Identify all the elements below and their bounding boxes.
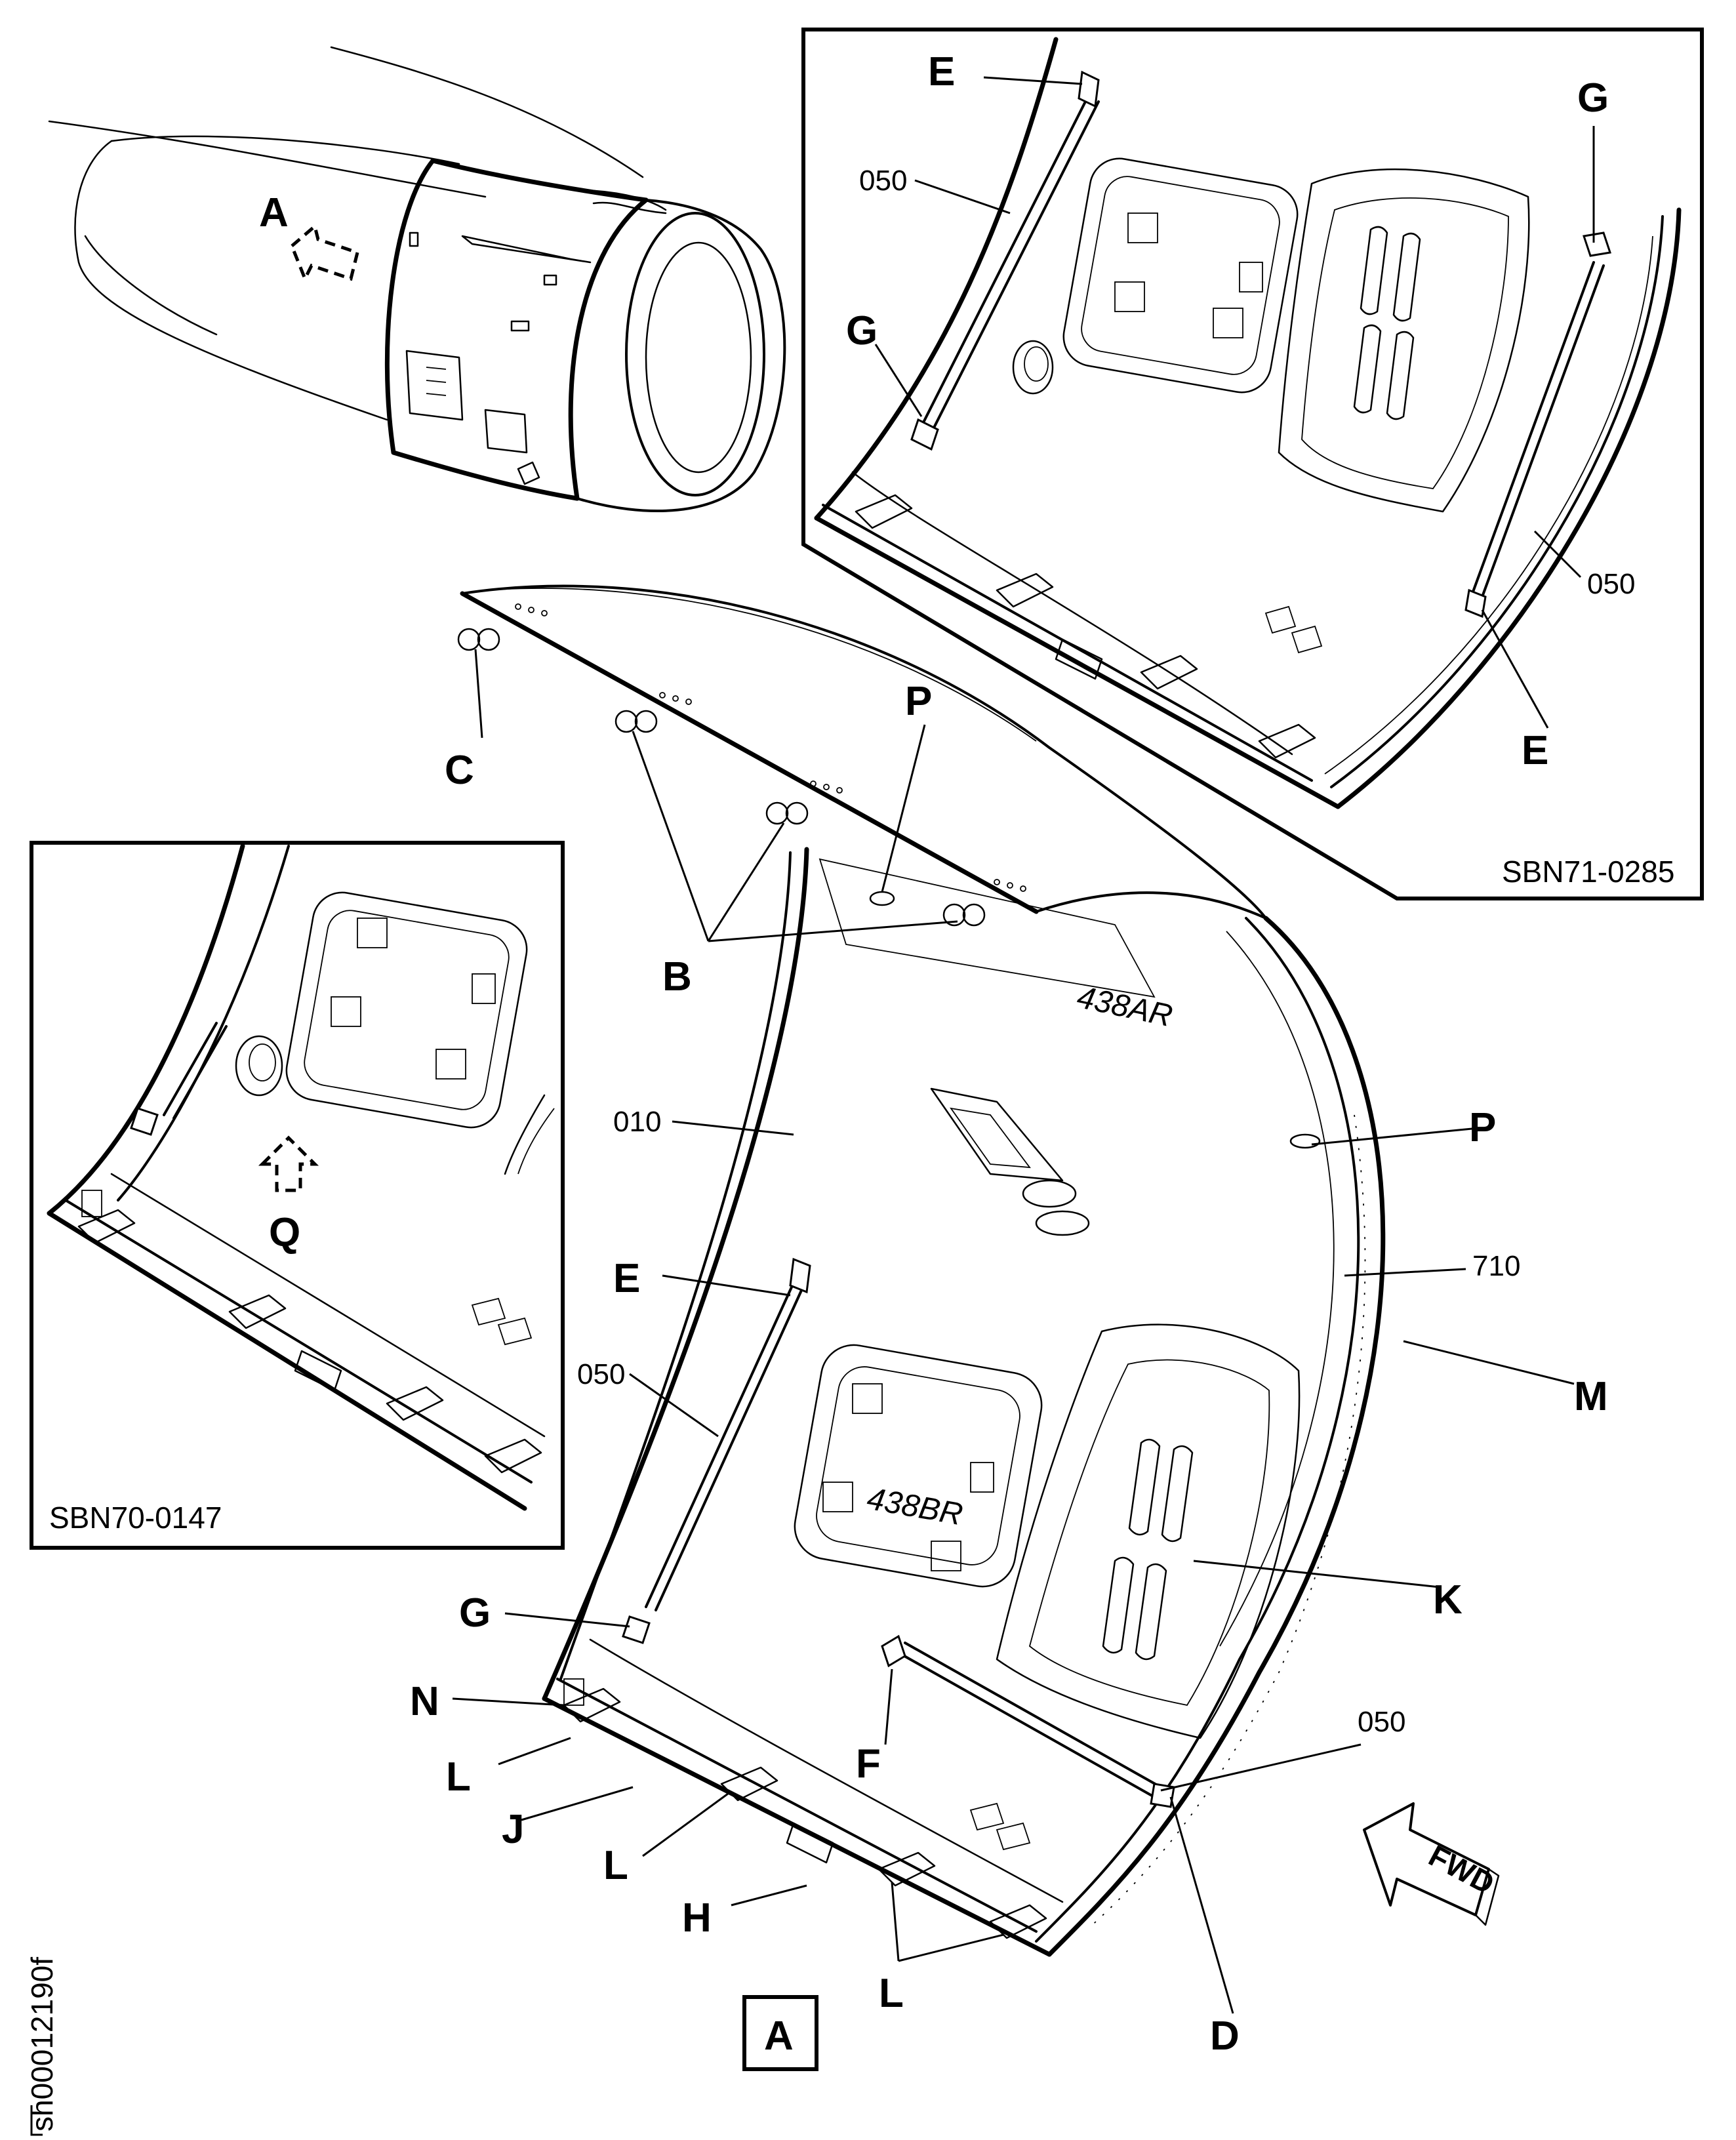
callout-f: F (856, 1741, 881, 1787)
num-010: 010 (613, 1106, 661, 1138)
inset-right-num-050-left: 050 (859, 165, 907, 197)
callout-n: N (410, 1679, 439, 1724)
drawing-id: sh00012190f (25, 1957, 59, 2131)
drawing-id-bracket (30, 2105, 43, 2136)
panel-label-438br: 438BR (864, 1482, 965, 1533)
view-a-box (742, 1995, 818, 2071)
inset-left-ref-number: SBN70-0147 (49, 1501, 222, 1535)
main-fan-cowl-panel (457, 584, 1500, 1957)
view-a-callout: A (259, 190, 289, 235)
callout-j: J (502, 1807, 524, 1852)
main-leaders (452, 649, 1575, 2014)
engine-nacelle-overview (48, 46, 786, 513)
callout-m: M (1574, 1374, 1608, 1419)
callout-g: G (459, 1590, 491, 1636)
callout-l-3: L (879, 1971, 904, 2016)
panel-label-438ar: 438AR (1074, 980, 1176, 1034)
callout-l-2: L (603, 1843, 628, 1888)
callout-p-right: P (1469, 1105, 1496, 1150)
fwd-arrow-label: FWD (1423, 1838, 1500, 1901)
inset-left-sbn70-0147 (30, 841, 565, 1550)
callout-d: D (1210, 2013, 1240, 2059)
inset-right-num-050-right: 050 (1587, 568, 1635, 600)
num-710: 710 (1472, 1250, 1520, 1282)
inset-right-ref-number: SBN71-0285 (1502, 855, 1674, 889)
inset-right-callout-g-left: G (846, 308, 878, 353)
inset-left-callout-q: Q (269, 1210, 300, 1255)
callout-h: H (682, 1895, 712, 1941)
callout-e: E (613, 1256, 640, 1301)
inset-right-sbn71-0285 (801, 28, 1704, 900)
inset-right-callout-e-top: E (928, 49, 955, 94)
num-050-upper: 050 (577, 1358, 625, 1390)
inset-right-leaders (874, 76, 1595, 729)
callout-p-top: P (905, 679, 932, 724)
callout-l-1: L (446, 1754, 471, 1800)
callout-b: B (662, 954, 692, 999)
num-050-lower: 050 (1358, 1706, 1405, 1738)
inset-right-callout-g-top: G (1577, 75, 1609, 121)
view-a-box-label: A (764, 2013, 794, 2059)
inset-right-callout-e-bottom: E (1522, 728, 1548, 773)
callout-c: C (445, 748, 474, 793)
callout-k: K (1433, 1577, 1463, 1623)
